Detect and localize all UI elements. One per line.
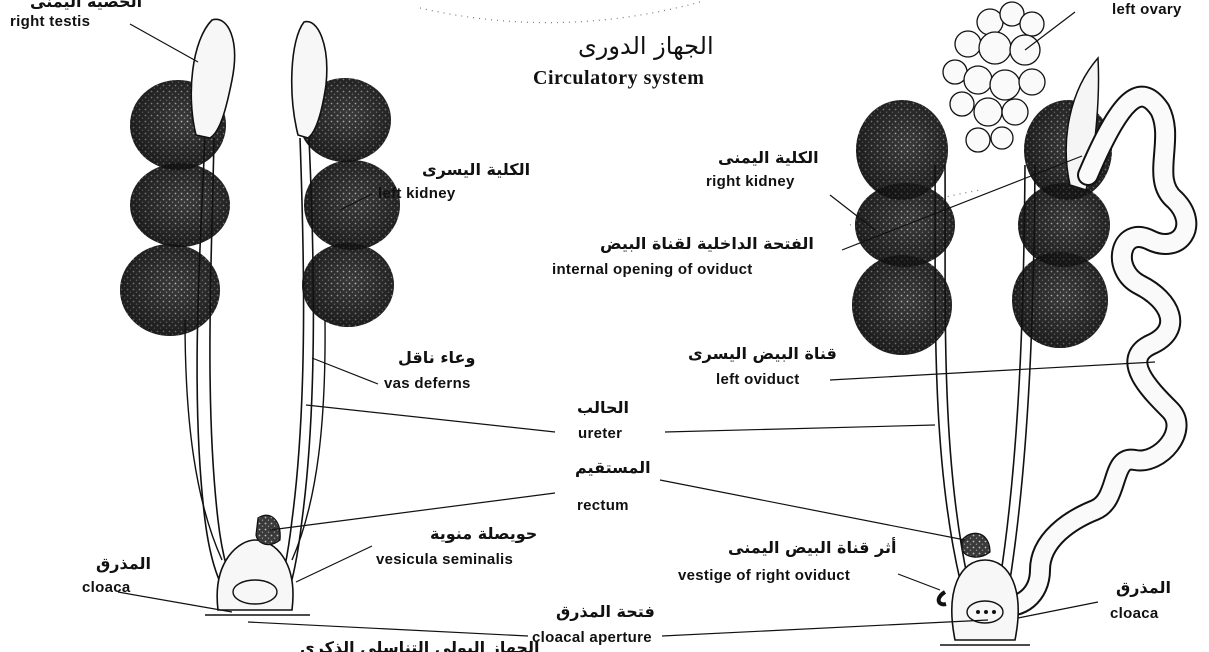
- female-cloaca-label: cloaca: [1110, 606, 1159, 621]
- cloacal-aperture-label-ar: فتحة المذرق: [556, 604, 655, 620]
- internal-opening-label-ar: الفتحة الداخلية لقناة البيض: [600, 236, 814, 252]
- female-right-kidney-lobes: [852, 100, 955, 355]
- vesicula-label: vesicula seminalis: [376, 552, 513, 567]
- right-testis-label-ar: الخصية اليمنى: [30, 0, 142, 10]
- vestige-label: vestige of right oviduct: [678, 568, 850, 583]
- left-kidney-label: left kidney: [378, 186, 456, 201]
- left-kidney-label-ar: الكلية اليسرى: [422, 162, 530, 178]
- male-cloaca-label: cloaca: [82, 580, 131, 595]
- female-cloaca-label-ar: المذرق: [1116, 580, 1171, 596]
- vas-deferens-label-ar: وعاء ناقل: [398, 350, 475, 366]
- ureter-label: ureter: [578, 426, 622, 441]
- internal-opening-label: internal opening of oviduct: [552, 262, 753, 277]
- male-cloaca-label-ar: المذرق: [96, 556, 151, 572]
- left-oviduct-label: left oviduct: [716, 372, 800, 387]
- vestige-label-ar: أثر قناة البيض اليمنى: [728, 540, 896, 556]
- right-kidney-label: right kidney: [706, 174, 795, 189]
- title-english: Circulatory system: [533, 68, 704, 88]
- male-cloaca-body: [217, 540, 293, 610]
- rectum-label: rectum: [577, 498, 629, 513]
- rectum-label-ar: المستقيم: [575, 460, 651, 476]
- vesicula-label-ar: حويصلة منوية: [430, 526, 537, 542]
- left-ovary-label: left ovary: [1112, 2, 1182, 17]
- male-caption-ar: الجهاز البولي التناسلي الذكري: [300, 640, 539, 652]
- vas-deferens-label: vas deferns: [384, 376, 471, 391]
- right-kidney-label-ar: الكلية اليمنى: [718, 150, 819, 166]
- right-testis-label: right testis: [10, 14, 90, 29]
- female-cloaca-body: [952, 560, 1018, 640]
- left-oviduct-label-ar: قناة البيض اليسرى: [688, 346, 837, 362]
- ureter-label-ar: الحالب: [577, 400, 629, 416]
- dotted-arc: [420, 2, 700, 23]
- title-arabic: الجهاز الدورى: [578, 34, 714, 58]
- male-right-testis: [191, 19, 234, 138]
- cloacal-aperture-label: cloacal aperture: [532, 630, 652, 645]
